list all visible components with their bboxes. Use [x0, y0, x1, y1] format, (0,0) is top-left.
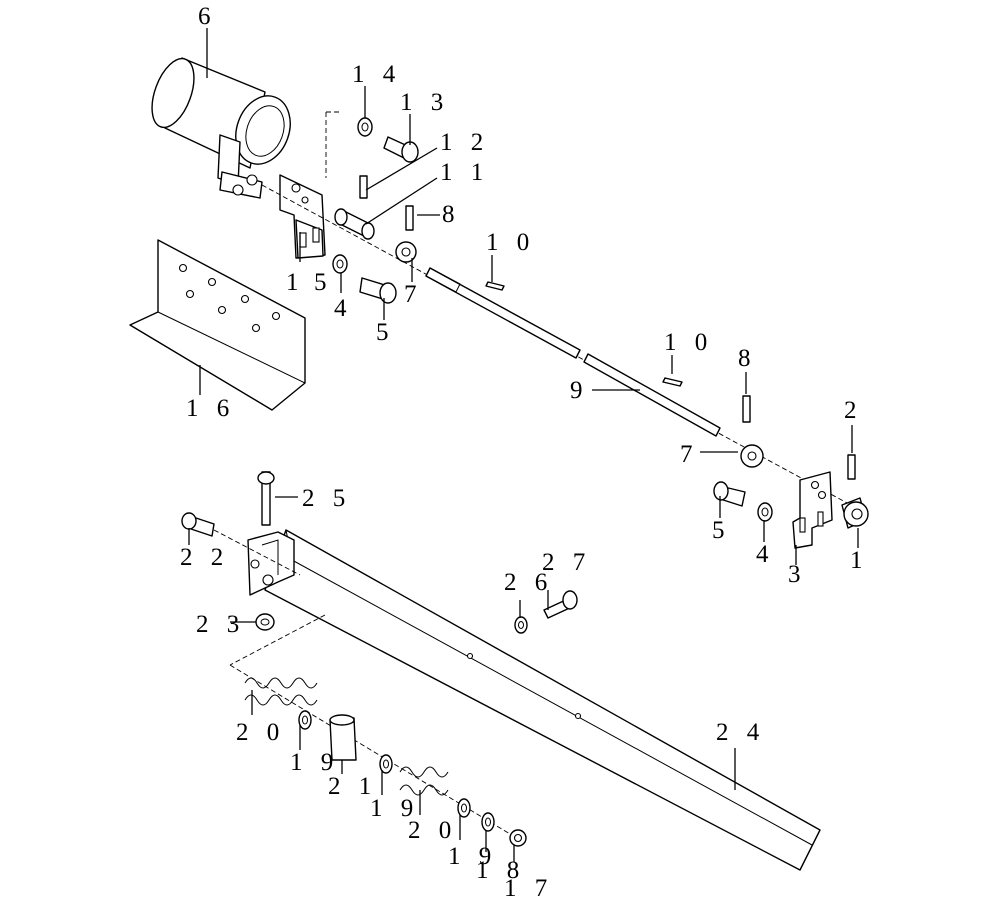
- label-part-20-b: 2 0: [408, 817, 457, 844]
- label-part-4-right: 4: [756, 541, 775, 568]
- long-shaft-part-9: [425, 267, 751, 437]
- label-part-5-upper-a: 5: [314, 269, 333, 296]
- label-part-10-lower: 1 0: [664, 329, 713, 356]
- label-part-4-upper: 4: [334, 295, 353, 322]
- label-part-20-a: 2 0: [236, 719, 285, 746]
- right-assembly: [713, 444, 869, 549]
- label-part-19-b: 1 9: [370, 795, 419, 822]
- label-part-8-lower: 8: [738, 345, 757, 372]
- label-part-7-lower: 7: [680, 441, 699, 468]
- label-part-24: 2 4: [716, 719, 765, 746]
- label-part-16: 1 6: [186, 395, 235, 422]
- label-part-18: 1 8: [476, 857, 525, 884]
- label-part-8-upper: 8: [442, 201, 461, 228]
- label-part-27: 2 7: [542, 549, 591, 576]
- label-part-14: 1 4: [352, 61, 401, 88]
- label-part-5-upper-b: 5: [376, 319, 395, 346]
- label-part-21: 2 1: [328, 773, 377, 800]
- label-part-25: 2 5: [302, 485, 351, 512]
- label-part-2-upper: 2: [844, 397, 863, 424]
- part-number-labels: 6 1 4 1 3 1 2 1 1 8 1 0 1 5 4 7 5 1 6 1 …: [180, 3, 869, 902]
- label-part-1-right: 1: [850, 547, 869, 574]
- bolt-26-27: [514, 590, 578, 634]
- label-part-5-right: 5: [712, 517, 731, 544]
- label-part-17: 1 7: [504, 875, 553, 902]
- label-part-10-upper: 1 0: [486, 229, 535, 256]
- leader-lines: [188, 28, 859, 862]
- spring-stack: [244, 677, 527, 847]
- label-part-9-shaft: 9: [570, 377, 589, 404]
- motor-part-6: [151, 57, 291, 199]
- angle-plate-part-16: [129, 239, 306, 411]
- label-part-3: 3: [788, 561, 807, 588]
- upper-hardware: [332, 117, 505, 304]
- left-bracket: [279, 111, 342, 259]
- label-part-23: 2 3: [196, 611, 245, 638]
- label-part-13: 1 3: [400, 89, 449, 116]
- label-part-6: 6: [198, 3, 217, 30]
- label-part-22: 2 2: [180, 544, 229, 571]
- label-part-26: 2 6: [504, 569, 553, 596]
- label-part-1-upper: 1: [286, 269, 305, 296]
- label-part-12: 1 2: [440, 129, 489, 156]
- label-part-7-upper: 7: [404, 281, 423, 308]
- label-part-19-c: 1 9: [448, 843, 497, 870]
- label-part-11: 1 1: [440, 159, 489, 186]
- lower-left-hardware: [181, 471, 521, 841]
- label-part-19-a: 1 9: [290, 749, 339, 776]
